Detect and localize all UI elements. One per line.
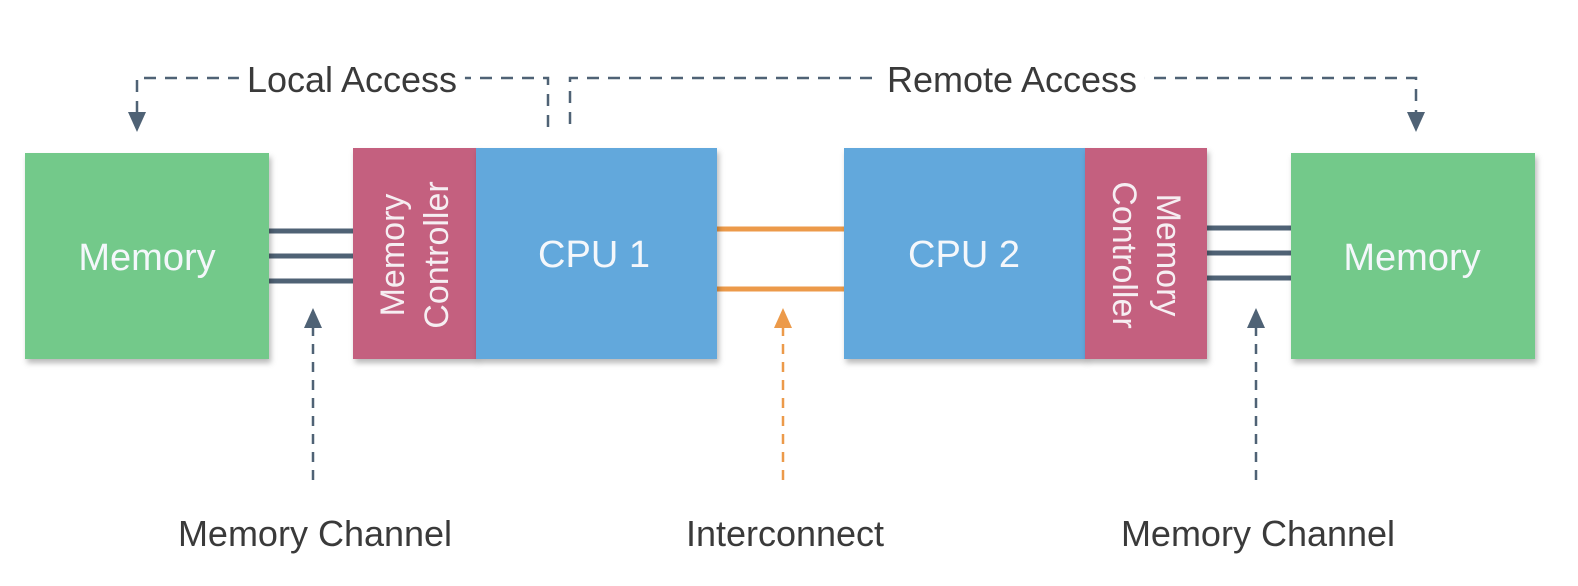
- interconnect-label: Interconnect: [685, 513, 885, 554]
- remote-access-arrowhead: [1407, 112, 1425, 132]
- memory-controller-left-label: Memory Controller: [371, 181, 459, 328]
- memory-controller-right-label: Memory Controller: [1102, 181, 1190, 328]
- local-access-label: Local Access: [238, 62, 466, 98]
- interconnect-lines: [716, 226, 845, 292]
- memory-channel-right-lines: [1207, 225, 1292, 281]
- remote-access-label: Remote Access: [878, 62, 1146, 98]
- memory-left-label: Memory: [78, 237, 216, 279]
- cpu2-label: CPU 2: [908, 234, 1020, 276]
- cpu1-box: [476, 148, 717, 359]
- memory-channel-right-label: Memory Channel: [1120, 513, 1396, 554]
- memory-controller-left-line1: Memory: [373, 193, 412, 317]
- local-access-arrowhead: [128, 112, 146, 132]
- memory-controller-right-line1: Memory: [1149, 193, 1188, 317]
- memory-channel-left-arrowhead: [304, 308, 322, 328]
- memory-channel-left-lines: [268, 228, 355, 284]
- cpu2-box: [844, 148, 1086, 359]
- memory-controller-right-line2: Controller: [1105, 181, 1143, 329]
- memory-box-right: [1291, 153, 1535, 359]
- memory-controller-box-left: [353, 148, 477, 359]
- memory-channel-right-arrowhead: [1247, 308, 1265, 328]
- cpu1-label: CPU 1: [538, 234, 650, 276]
- memory-right-label: Memory: [1343, 237, 1481, 279]
- interconnect-arrowhead: [774, 308, 792, 328]
- memory-channel-left-label: Memory Channel: [177, 513, 453, 554]
- memory-box-left: [25, 153, 269, 359]
- memory-controller-left-line2: Controller: [418, 181, 456, 329]
- memory-controller-box-right: [1085, 148, 1207, 359]
